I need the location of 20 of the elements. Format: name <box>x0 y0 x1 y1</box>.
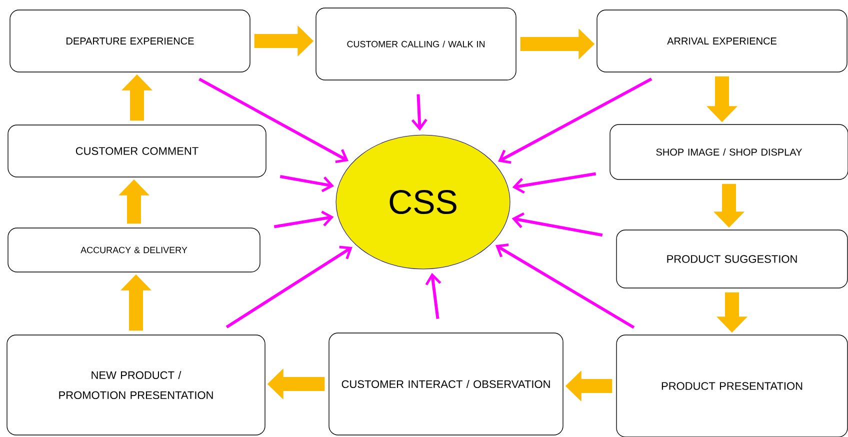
arrow <box>198 78 348 164</box>
arrow <box>512 172 596 194</box>
arrow <box>495 244 635 329</box>
arrow <box>512 212 603 237</box>
arrow <box>498 78 652 164</box>
process-box: PRODUCT PRESENTATION <box>616 334 848 437</box>
process-box: DEPARTURE EXPERIENCE <box>10 10 250 72</box>
arrow <box>280 175 334 192</box>
process-box: CUSTOMER INTERACT / OBSERVATION <box>328 332 564 436</box>
arrow <box>411 94 428 131</box>
process-box: CUSTOMER COMMENT <box>8 124 266 178</box>
arrow <box>226 246 352 328</box>
process-box: ARRIVAL EXPERIENCE <box>596 10 848 72</box>
arrow <box>425 272 442 319</box>
process-box: PRODUCT SUGGESTION <box>616 230 848 288</box>
process-box: ACCURACY & DELIVERY <box>8 228 260 272</box>
arrow <box>274 210 334 228</box>
process-box: CUSTOMER CALLING / WALK IN <box>316 8 516 80</box>
process-box: NEW PRODUCT / PROMOTION PRESENTATION <box>6 334 266 436</box>
process-box: SHOP IMAGE / SHOP DISPLAY <box>610 124 848 180</box>
